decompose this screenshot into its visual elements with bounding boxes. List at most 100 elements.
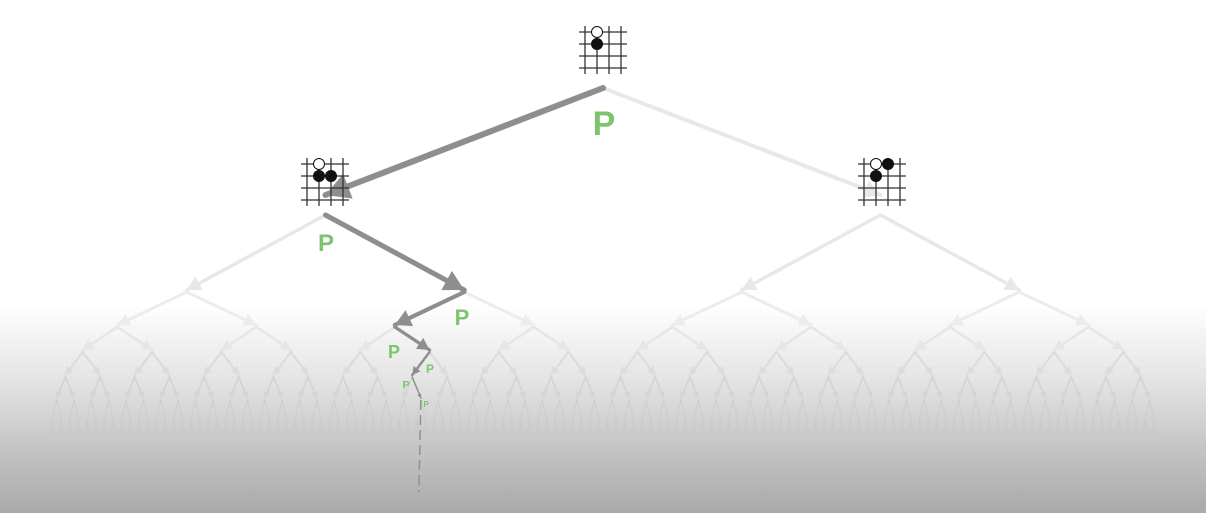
tree-edge-head (1027, 391, 1034, 398)
tree-edge-head (957, 391, 964, 398)
tree-edge-head (345, 413, 351, 418)
tree-edge-head (646, 365, 656, 375)
tree-edge-head (838, 432, 842, 436)
tree-edge-head (1072, 432, 1076, 436)
tree-edge-head (935, 391, 942, 398)
tree-edge-head (762, 391, 769, 398)
tree-edge-head (194, 391, 201, 398)
tree-edge-head (387, 413, 392, 418)
tree-edge-head (242, 313, 257, 326)
tree-edge-head (91, 365, 101, 375)
tree-edge-head (647, 413, 652, 418)
tree-edge-head (508, 413, 514, 418)
tree-edge-head (186, 276, 203, 291)
tree-edge-head (217, 432, 221, 436)
tree-edge-head (992, 391, 999, 398)
selected-edge-head (417, 393, 422, 398)
tree-edge-head (959, 413, 965, 418)
tree-edge-head (1015, 432, 1019, 436)
tree-edge-head (630, 413, 635, 418)
tree-edge-head (321, 432, 325, 436)
tree-edge-head (260, 432, 264, 436)
tree-edge-head (786, 413, 791, 418)
tree-edge-head (300, 432, 304, 436)
tree-edge-head (361, 432, 365, 436)
tree-edge-head (741, 276, 758, 291)
tree-edge-head (623, 391, 630, 398)
tree-edge-head (672, 313, 687, 326)
tree-edge-head (928, 432, 932, 436)
tree-edge-head (858, 432, 863, 436)
tree-edge-head (819, 391, 826, 398)
tree-edge-head (577, 365, 586, 375)
policy-label: P (425, 362, 435, 376)
tree-edge-head (824, 432, 828, 436)
tree-edge-head (692, 413, 698, 418)
tree-edge-head (439, 432, 443, 436)
tree-edge-head (744, 413, 750, 418)
tree-edge-head (621, 432, 625, 436)
tree-edge-head (846, 432, 851, 436)
black-stone (325, 170, 337, 182)
selected-path-continuation (418, 399, 422, 493)
selected-edge-head (394, 310, 414, 327)
tree-edge (948, 290, 1021, 327)
tree-edge-head (1037, 432, 1041, 436)
tree-edge-head (257, 432, 261, 436)
tree-edge-head (130, 432, 134, 436)
tree-edge-head (503, 432, 507, 436)
tree-edge-head (1039, 413, 1045, 418)
tree-edge-head (135, 432, 139, 436)
tree-edge-head (693, 391, 700, 398)
tree-edge-head (828, 365, 837, 375)
tree-edge-head (797, 313, 812, 326)
policy-label: P (423, 400, 429, 409)
tree-edge-head (980, 432, 984, 436)
tree-edge-head (525, 432, 530, 436)
tree-edge-head (1143, 413, 1149, 418)
tree-edge-head (117, 313, 132, 326)
tree-edge-head (1119, 432, 1123, 436)
tree-edge-head (173, 432, 178, 436)
tree-edge-head (538, 432, 542, 436)
tree-edge-head (854, 365, 864, 375)
tree-edge-head (772, 432, 776, 436)
tree-edge-head (989, 432, 993, 436)
tree-edge-head (507, 365, 517, 375)
tree-edge-head (919, 432, 923, 436)
tree-edge-head (456, 432, 460, 436)
tree-edge-head (907, 432, 911, 436)
tree-edge-head (689, 365, 699, 375)
tree-edge-head (806, 432, 811, 436)
tree-edge-head (586, 432, 590, 436)
tree-edge-head (85, 413, 91, 418)
tree-edge-head (416, 432, 420, 436)
tree-edge-head (415, 413, 420, 418)
tree-edge-head (68, 413, 73, 418)
tree-edge-head (373, 432, 377, 436)
tree-edge-head (959, 432, 963, 436)
tree-edge-head (422, 413, 427, 418)
tree-edge-head (588, 391, 596, 398)
tree-edge-head (57, 413, 63, 418)
tree-edge-head (512, 432, 516, 436)
tree-edge-head (399, 432, 403, 436)
tree-edge-head (529, 432, 533, 436)
tree-edge-head (1115, 413, 1121, 418)
tree-edge-head (1054, 432, 1059, 436)
tree-edge-head (326, 432, 330, 436)
tree-edge-head (127, 413, 132, 418)
tree-edge-head (298, 391, 305, 398)
tree-edge-head (1081, 413, 1086, 418)
tree-edge-head (277, 432, 282, 436)
tree-edge-head (942, 432, 946, 436)
tree-edge-head (363, 413, 368, 418)
tree-edge-head (968, 432, 972, 436)
tree-edge-head (716, 365, 725, 375)
black-stone (313, 170, 325, 182)
tree-edge-head (312, 432, 316, 436)
tree-edge-head (352, 432, 356, 436)
tree-edge-head (205, 432, 209, 436)
tree-edge-head (1093, 432, 1097, 436)
tree-edge-head (1049, 432, 1054, 436)
